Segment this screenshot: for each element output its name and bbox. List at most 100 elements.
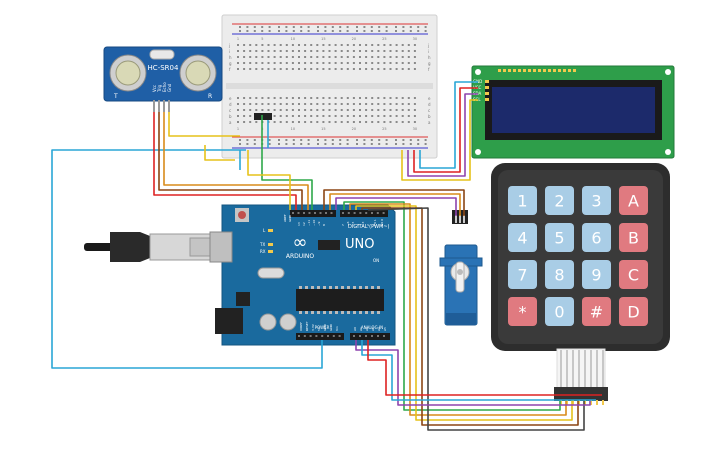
keypad-key-label: A [628, 192, 639, 211]
row-letter: b [428, 114, 431, 119]
usb-cable [84, 232, 231, 262]
row-letter: h [229, 55, 232, 60]
pin-3-label: ~3 [361, 221, 365, 226]
pin-0-label: RX 0 [380, 219, 384, 226]
keypad-key[interactable] [619, 223, 648, 252]
keypad-key-label: * [519, 303, 527, 322]
keypad-key-label: 3 [591, 192, 601, 211]
column-number: 1 [237, 127, 239, 131]
keypad-key[interactable] [508, 297, 537, 326]
row-letter: j [427, 43, 429, 48]
row-letter: e [428, 96, 431, 101]
row-letter: e [229, 96, 232, 101]
column-number: 5 [261, 37, 263, 41]
keypad-key-label: 1 [517, 192, 527, 211]
power-pin-gnd-1: GND [323, 323, 327, 331]
wire-key-8 [367, 340, 602, 396]
arduino-digital-label: DIGITAL (PWM~) [348, 224, 390, 230]
column-number: 25 [382, 37, 386, 41]
column-number: 30 [413, 127, 417, 131]
pin-7-label: 7 [341, 224, 345, 226]
power-pin-vin: Vin [335, 326, 339, 331]
sensor-pin-vcc: Vcc [152, 85, 157, 92]
pin-4-label: 4 [356, 224, 360, 226]
analog-pin-labels: A0 A1 A2 A3 A4 A5 [353, 327, 387, 331]
wire-key-5 [367, 207, 585, 431]
row-letter: h [428, 55, 431, 60]
keypad-key-label: 8 [554, 266, 564, 285]
column-number: 15 [321, 127, 325, 131]
wire-key-2 [349, 203, 567, 416]
keypad-key-label: 4 [517, 229, 527, 248]
wire-key-7 [361, 340, 596, 401]
arduino-aref: AREF [283, 214, 287, 222]
row-letter: i [428, 49, 429, 54]
pin-10-label: ~10 [312, 220, 316, 226]
wire-green-bb [261, 115, 313, 210]
sensor-model-label: HC-SR04 [148, 64, 179, 72]
keypad-key[interactable] [545, 223, 574, 252]
keypad-key[interactable] [619, 297, 648, 326]
lcd-header-pins [485, 69, 576, 101]
arduino-brand: ARDUINO [286, 253, 315, 260]
keypad-key[interactable] [508, 223, 537, 252]
pin-5-label: ~5 [351, 221, 355, 226]
wire-sensor-gnd [168, 112, 240, 137]
breadboard-holes [237, 26, 427, 145]
row-letter: f [229, 67, 231, 72]
keypad-key[interactable] [545, 186, 574, 215]
keypad-key[interactable] [545, 297, 574, 326]
column-number: 10 [291, 127, 295, 131]
row-letter: j [228, 43, 230, 48]
keypad-key[interactable] [508, 260, 537, 289]
power-pin-5v: 5V [317, 326, 321, 331]
power-pin-gnd-2: GND [329, 323, 333, 331]
row-letter: c [428, 108, 430, 113]
wires [51, 81, 602, 431]
pin-1-label: TX 1 [373, 219, 377, 227]
keypad-key[interactable] [582, 223, 611, 252]
power-pin-labels: IOREF RESET 3.3V 5V GND GND Vin [299, 321, 339, 331]
row-letter: g [428, 61, 431, 66]
keypad-key[interactable] [619, 260, 648, 289]
digital-pin-labels: 13 12 ~11 ~10 ~9 8 7 ~6 ~5 4 ~3 2 TX 1 R… [297, 219, 384, 227]
keypad-key-label: 7 [517, 266, 527, 285]
row-letter: i [229, 49, 230, 54]
arduino-uno-board: ∞ ARDUINO UNO DIGITAL (PWM~) POWER ANALO… [209, 204, 396, 346]
pin-2-label: 2 [366, 224, 370, 226]
wire-key-6 [355, 340, 591, 406]
keypad-key-label: C [628, 266, 639, 285]
analog-pin-a0: A0 [353, 327, 357, 331]
analog-pin-a4: A4 [377, 327, 381, 331]
wire-cyan-5v [51, 149, 323, 369]
keypad-key-label: 9 [591, 266, 601, 285]
arduino-infinity-logo: ∞ [293, 232, 308, 253]
keypad-key[interactable] [508, 186, 537, 215]
arduino-power-label: POWER [315, 325, 330, 330]
wire-servo-power [329, 193, 461, 216]
keypad-key[interactable] [545, 260, 574, 289]
keypad-key-label: 2 [554, 192, 564, 211]
column-number: 25 [382, 127, 386, 131]
wire-lcd-sda [407, 93, 478, 177]
column-number: 1 [237, 37, 239, 41]
keypad-key[interactable] [582, 260, 611, 289]
keypad-key[interactable] [619, 186, 648, 215]
analog-pin-a2: A2 [365, 327, 369, 331]
ultrasonic-sensor: HC-SR04 T R Vcc Trig Echo Gnd [103, 46, 223, 112]
pin-11-label: ~11 [307, 220, 311, 226]
analog-pin-a5: A5 [383, 327, 387, 331]
wire-key-1 [343, 201, 561, 411]
keypad-key[interactable] [582, 297, 611, 326]
keypad-key-label: D [627, 303, 639, 322]
pin-9-label: ~9 [317, 221, 321, 226]
column-number: 30 [413, 37, 417, 41]
keypad-key[interactable] [582, 186, 611, 215]
wire-sensor-trig [158, 112, 303, 210]
pin-13-label: 13 [297, 222, 301, 226]
